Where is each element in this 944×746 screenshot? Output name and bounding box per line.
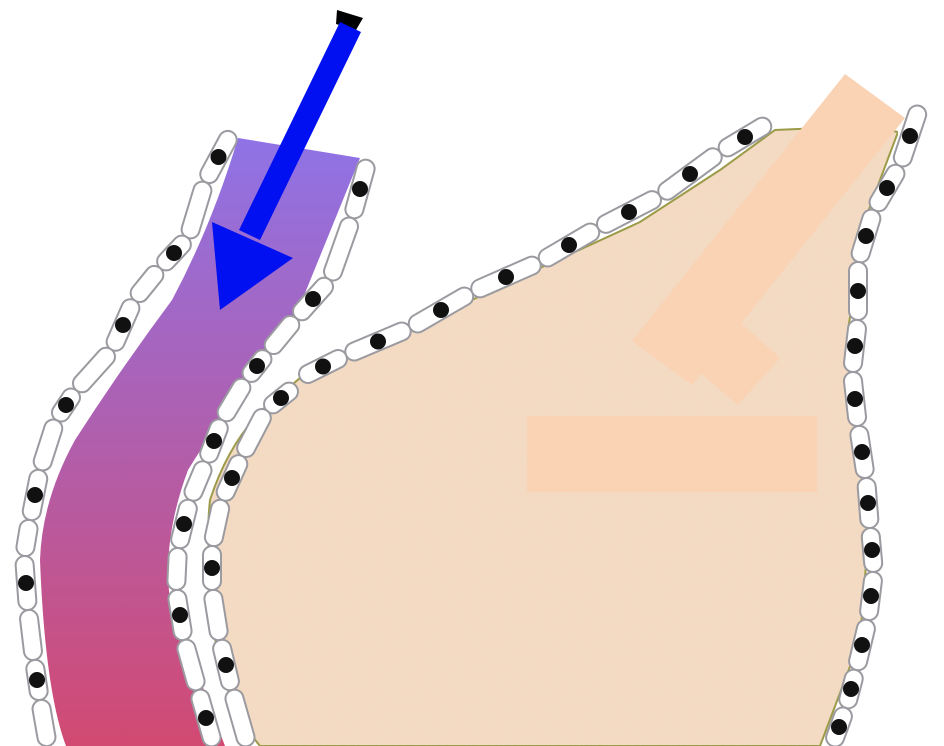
nucleus [198,710,214,726]
nucleus [854,637,870,653]
nucleus [850,283,866,299]
nucleus [18,575,34,591]
nucleus [902,128,918,144]
nucleus [831,719,847,735]
cell [167,548,187,591]
nucleus [224,470,240,486]
nucleus [621,204,637,220]
nucleus [29,672,45,688]
nucleus [847,391,863,407]
nucleus [305,291,321,307]
nucleus [218,657,234,673]
nucleus [352,181,368,197]
nucleus [860,495,876,511]
nucleus [682,166,698,182]
nucleus [206,433,222,449]
nucleus [166,245,182,261]
nucleus [176,516,192,532]
nucleus [172,607,188,623]
nucleus [27,487,43,503]
label-box-2 [527,416,817,492]
nucleus [249,358,265,374]
nucleus [433,302,449,318]
nucleus [854,444,870,460]
nucleus [58,397,74,413]
nucleus [847,338,863,354]
nucleus [737,129,753,145]
nucleus [843,681,859,697]
nucleus [879,180,895,196]
nucleus [858,228,874,244]
nucleus [864,542,880,558]
nucleus [273,390,289,406]
nucleus [498,269,514,285]
nucleus [315,359,331,375]
nucleus [561,237,577,253]
nucleus [211,149,227,165]
nucleus [863,588,879,604]
nucleus [115,317,131,333]
nucleus [204,560,220,576]
nucleus [370,334,386,350]
